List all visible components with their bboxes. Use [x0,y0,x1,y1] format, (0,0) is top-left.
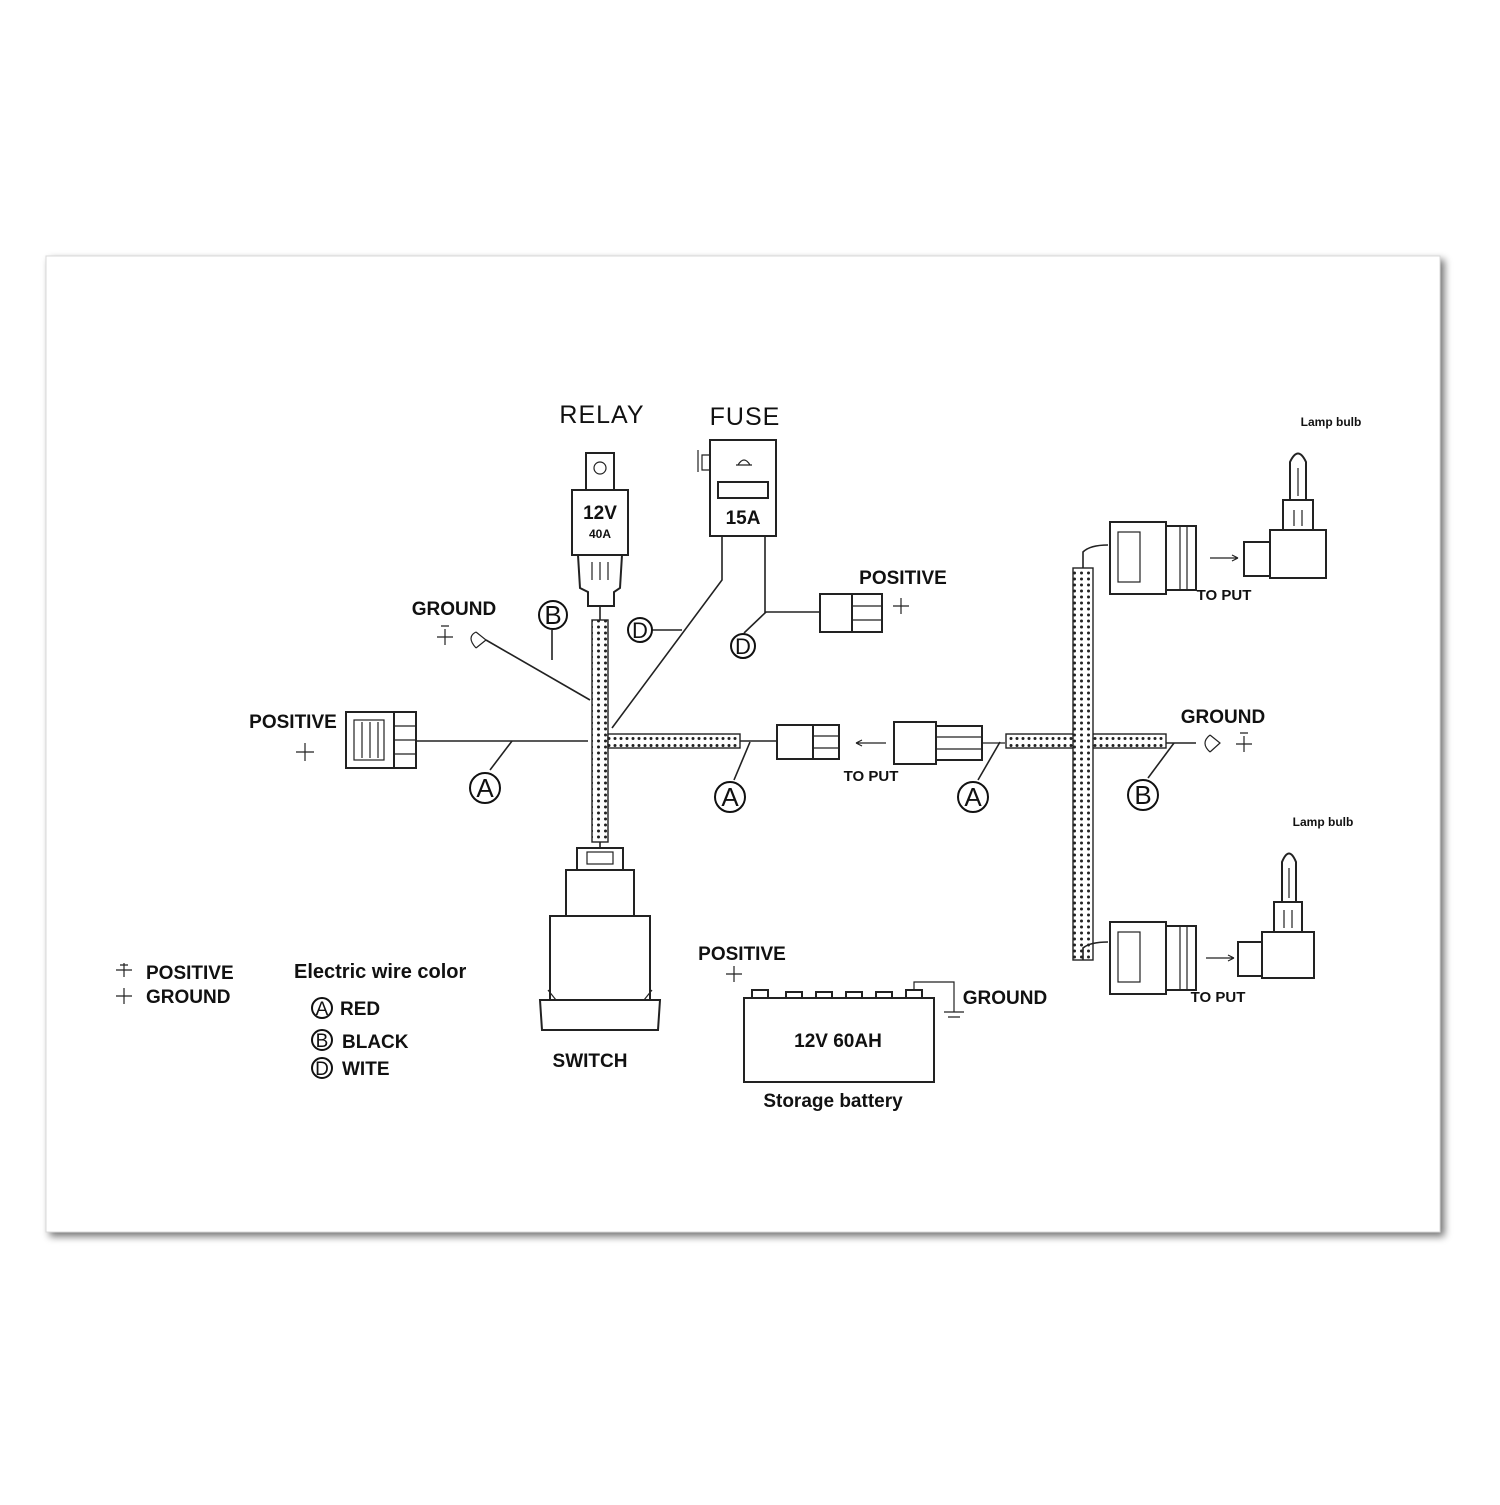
loom-horizontal-center [607,733,741,749]
svg-text:A: A [964,782,982,812]
wire-fuse-to-junction [611,536,723,729]
positive-label-left: POSITIVE [249,712,337,733]
legend-positive-label: POSITIVE [146,963,234,984]
connector-mid-male [776,724,840,760]
switch [538,842,662,1031]
svg-text:B: B [1134,780,1151,810]
wire-marker-a-positive-left: A [469,740,513,804]
positive-connector-fuse [819,593,909,633]
arrow-to-put-mid [855,739,886,747]
svg-text:D: D [735,634,751,659]
battery-caption: Storage battery [763,1091,903,1112]
wire-marker-a-loom: A [714,741,751,813]
to-put-label-bottom: TO PUT [1191,989,1246,1006]
wire-marker-a-right: A [957,741,1001,813]
fuse-title: FUSE [710,403,781,431]
ground-label-left: GROUND [412,599,496,620]
legend-wire-colors: Electric wire color A RED B BLACK D WITE [294,961,467,1080]
positive-symbol-fuse [893,598,909,614]
loom-vertical-right [1072,567,1094,961]
svg-text:A: A [476,773,494,803]
svg-text:B: B [316,1031,329,1052]
lamp-bulb-top [1243,452,1327,579]
ground-label-right: GROUND [1181,707,1265,728]
wire-to-bottom-socket [1082,941,1109,960]
battery-ground-lead [913,981,964,1018]
svg-text:D: D [315,1059,329,1080]
lamp-bulb-label-top: Lamp bulb [1301,415,1362,429]
wire-marker-b-ground-left: B [538,600,568,660]
svg-text:D: D [632,618,648,643]
fuse-rating: 15A [726,508,761,529]
storage-battery: 12V 60AH [743,981,964,1083]
wire-marker-d-fuse: D [730,611,767,659]
relay-mount-hole [593,461,607,475]
relay-plug [576,554,624,607]
positive-symbol-legend [116,963,132,977]
relay-title: RELAY [559,401,644,429]
ground-terminal-right [1204,732,1252,753]
wire-ground-left [485,639,591,701]
fuse-window [717,481,769,499]
wire-marker-b-ground-right: B [1127,742,1175,811]
relay-rating-current: 40A [589,527,611,541]
loom-vertical-center [591,619,609,843]
svg-text:A: A [316,999,329,1020]
relay-mount-tab [585,452,615,492]
ground-symbol-legend [116,988,132,1004]
legend-ground-label: GROUND [146,987,230,1008]
socket-top [1109,521,1197,595]
to-put-label-top: TO PUT [1197,587,1252,604]
fuse-clip [697,450,710,472]
positive-symbol-battery [726,966,742,982]
positive-connector-left [296,711,417,769]
ground-label-battery: GROUND [963,988,1047,1009]
svg-text:B: B [544,600,561,630]
legend-color-white: WITE [342,1059,390,1080]
positive-label-battery: POSITIVE [698,944,786,965]
legend-color-black: BLACK [342,1032,409,1053]
socket-bottom [1109,921,1197,995]
to-put-label-mid: TO PUT [844,768,899,785]
arrow-to-put-top [1210,554,1239,562]
positive-symbol-left [296,743,314,761]
legend-color-red: RED [340,999,380,1020]
switch-label: SWITCH [553,1051,628,1072]
lamp-bulb-bottom [1237,852,1315,979]
wire-to-top-socket [1082,544,1109,568]
relay-body [571,489,629,556]
arrow-to-put-bottom [1206,954,1235,962]
battery-rating: 12V 60AH [794,1031,882,1052]
relay-rating-voltage: 12V [583,503,617,524]
legend-wire-color-title: Electric wire color [294,961,467,983]
svg-text:A: A [721,782,739,812]
legend-polarity: POSITIVE GROUND [116,963,234,1008]
lamp-bulb-label-bottom: Lamp bulb [1293,815,1354,829]
wire-marker-d-relay: D [627,617,682,643]
fuse: FUSE 15A [697,403,781,537]
positive-label-fuse: POSITIVE [859,568,947,589]
connector-mid-female [893,721,1005,765]
relay: RELAY 12V 40A [559,401,644,607]
